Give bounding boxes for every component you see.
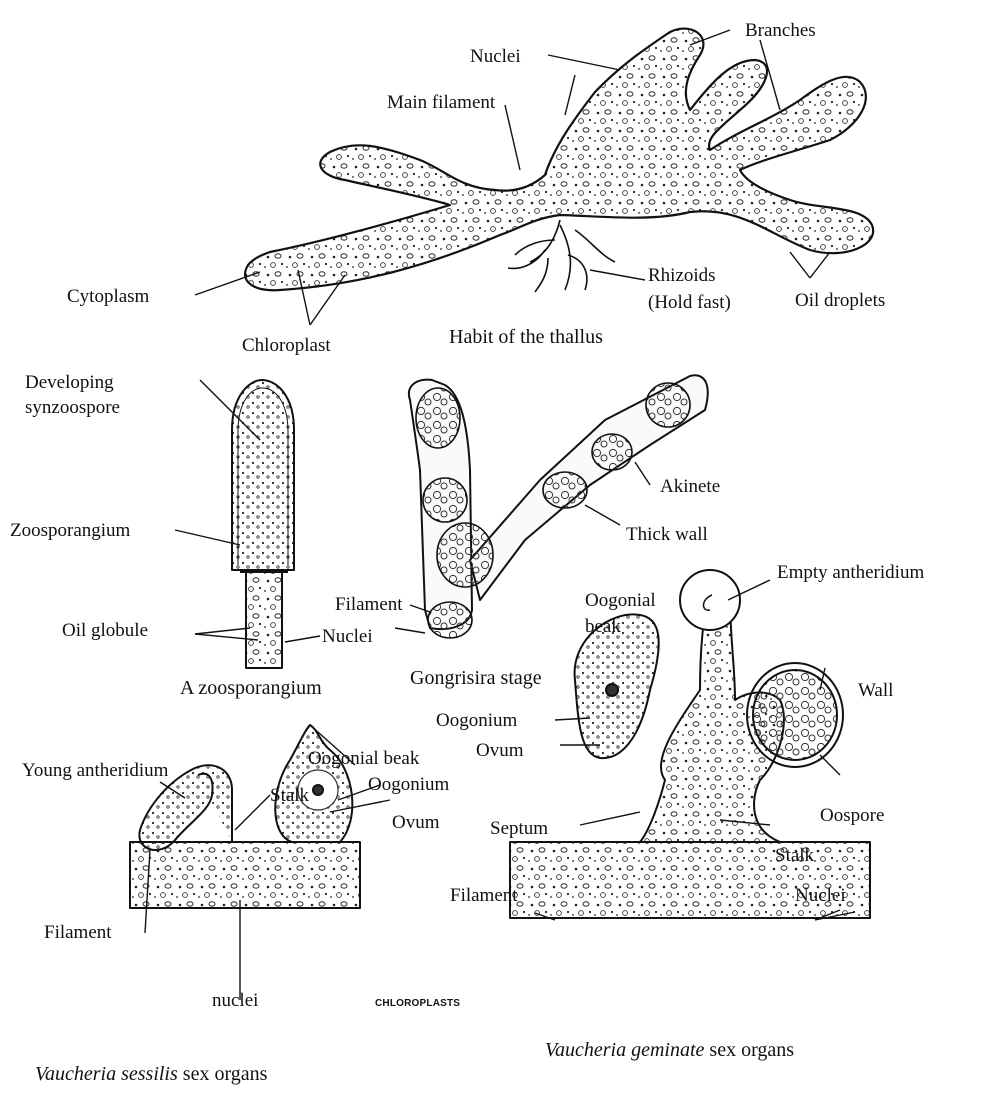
oospore — [753, 670, 837, 760]
label-empty-antheridium: Empty antheridium — [777, 562, 924, 584]
label-geminate-stalk: Stalk — [775, 845, 814, 867]
caption-gongrosira: Gongrisira stage — [410, 666, 542, 690]
label-zoosporangium: Zoosporangium — [10, 520, 130, 542]
label-chloroplast: Chloroplast — [242, 335, 331, 357]
label-sessilis-nuclei: nuclei — [212, 990, 258, 1012]
akinete-6 — [592, 434, 632, 470]
caption-geminate-species: Vaucheria geminate — [545, 1039, 704, 1061]
caption-zoosporangium: A zoosporangium — [180, 676, 322, 700]
label-gongrosira-filament: Filament — [335, 594, 403, 616]
label-chloroplasts: CHLOROPLASTS — [375, 998, 460, 1009]
label-oogonial: Oogonial — [585, 590, 656, 612]
label-sessilis-oogonium: Oogonium — [368, 774, 449, 796]
label-developing: Developing — [25, 372, 114, 394]
label-geminate-oogonium: Oogonium — [436, 710, 517, 732]
rhizoids — [508, 220, 615, 292]
akinete-7 — [646, 383, 690, 427]
label-rhizoids: Rhizoids — [648, 265, 716, 287]
thallus-body — [245, 29, 873, 291]
caption-geminate-rest: sex organs — [704, 1039, 794, 1061]
geminate-ovum — [606, 684, 618, 696]
akinete-5 — [543, 472, 587, 508]
label-sessilis-filament: Filament — [44, 922, 112, 944]
gongrosira-drawing — [409, 375, 708, 638]
caption-habit-thallus: Habit of the thallus — [449, 325, 603, 349]
caption-geminate: Vaucheria geminate sex organs — [545, 1038, 794, 1062]
zoosporangium-drawing — [232, 380, 294, 668]
zoosporangium-stalk — [246, 570, 282, 668]
label-septum: Septum — [490, 818, 548, 840]
sessilis-filament — [130, 842, 360, 908]
label-sessilis-oogonial-beak: Oogonial beak — [308, 748, 419, 770]
label-geminate-ovum: Ovum — [476, 740, 524, 762]
label-oospore: Oospore — [820, 805, 884, 827]
label-cytoplasm: Cytoplasm — [67, 286, 149, 308]
caption-sessilis: Vaucheria sessilis sex organs — [35, 1062, 267, 1086]
akinete-1 — [416, 388, 460, 448]
caption-sessilis-species: Vaucheria sessilis — [35, 1063, 178, 1085]
akinete-4 — [428, 602, 472, 638]
label-wall: Wall — [858, 680, 893, 702]
label-beak: beak — [585, 616, 621, 638]
label-thallus-nuclei: Nuclei — [470, 46, 521, 68]
label-oil-globule: Oil globule — [62, 620, 148, 642]
label-main-filament: Main filament — [387, 92, 495, 114]
label-thick-wall: Thick wall — [626, 524, 708, 546]
akinete-3 — [437, 523, 493, 587]
geminate-drawing — [510, 570, 870, 918]
label-branches: Branches — [745, 20, 816, 42]
label-sessilis-ovum: Ovum — [392, 812, 440, 834]
label-geminate-nuclei: Nuclei — [795, 885, 846, 907]
label-zoosporangium-nuclei: Nuclei — [322, 626, 373, 648]
label-akinete: Akinete — [660, 476, 720, 498]
label-young-antheridium: Young antheridium — [22, 760, 168, 782]
caption-sessilis-rest: sex organs — [178, 1063, 268, 1085]
label-geminate-filament: Filament — [450, 885, 518, 907]
label-hold-fast: (Hold fast) — [648, 292, 731, 314]
thallus-drawing — [245, 29, 873, 292]
empty-antheridium — [680, 570, 740, 630]
label-oil-droplets: Oil droplets — [795, 290, 885, 312]
label-synzoospore: synzoospore — [25, 397, 120, 419]
label-sessilis-stalk: Stalk — [270, 785, 309, 807]
akinete-2 — [423, 478, 467, 522]
